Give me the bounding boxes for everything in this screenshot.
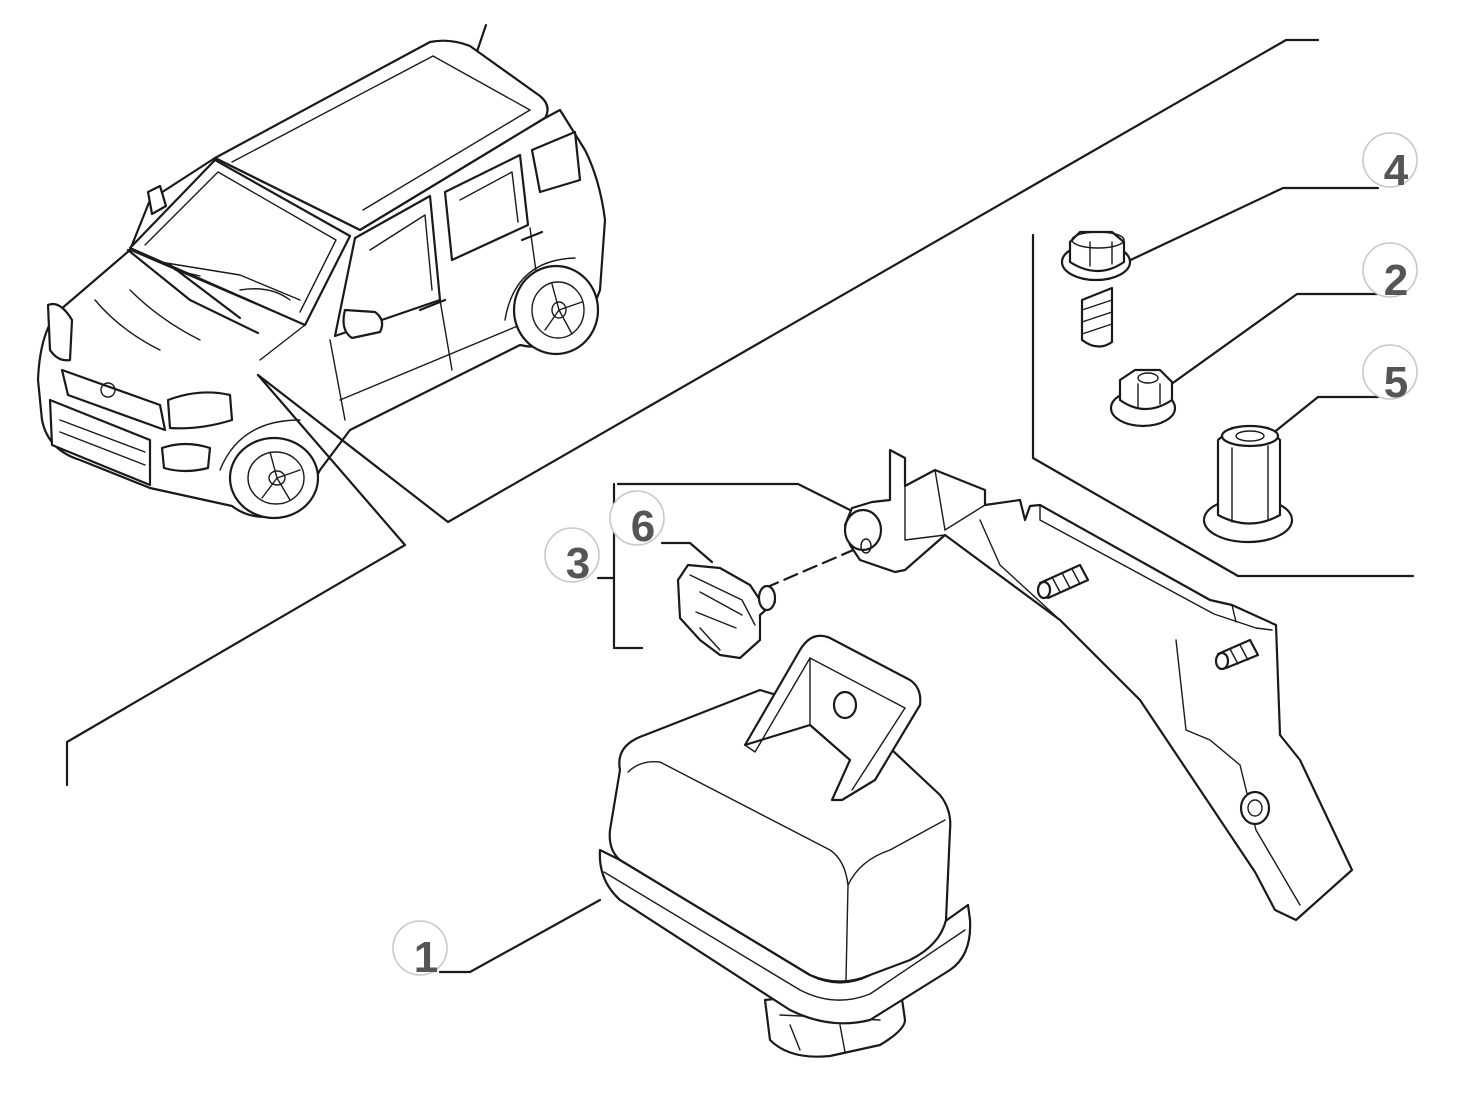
hardware-group-frame (1031, 233, 1415, 578)
leader-6 (660, 541, 714, 564)
callout-1-label: 1 (414, 933, 438, 982)
car-to-panel-upper-line (256, 38, 1320, 524)
flange-bolt (1060, 230, 1132, 348)
leader-lines (65, 38, 1415, 974)
callout-3: 3 (544, 527, 600, 588)
callout-1: 1 (392, 920, 448, 982)
leader-3-upper (616, 482, 852, 512)
mounting-bracket (843, 448, 1354, 922)
car-illustration (36, 23, 607, 520)
callout-6: 6 (609, 490, 665, 551)
control-module (598, 634, 972, 1058)
callout-6-label: 6 (631, 502, 655, 551)
callout-2-label: 2 (1384, 256, 1408, 305)
flange-nut (1109, 368, 1177, 428)
callout-5: 5 (1362, 344, 1418, 407)
car-to-panel-lower-line (65, 373, 407, 787)
leader-4 (1118, 186, 1380, 267)
callout-5-label: 5 (1384, 358, 1408, 407)
leader-1 (438, 898, 602, 974)
callout-4-label: 4 (1384, 146, 1409, 195)
leader-3-bracket (596, 576, 644, 650)
leader-5 (1260, 395, 1380, 444)
cable-clip (676, 563, 777, 660)
callout-4: 4 (1362, 132, 1418, 195)
rivet-nut (1202, 424, 1294, 544)
leader-2 (1168, 292, 1380, 387)
callout-3-label: 3 (566, 539, 590, 588)
callout-2: 2 (1362, 242, 1418, 305)
axis-dashed-line (763, 543, 867, 590)
